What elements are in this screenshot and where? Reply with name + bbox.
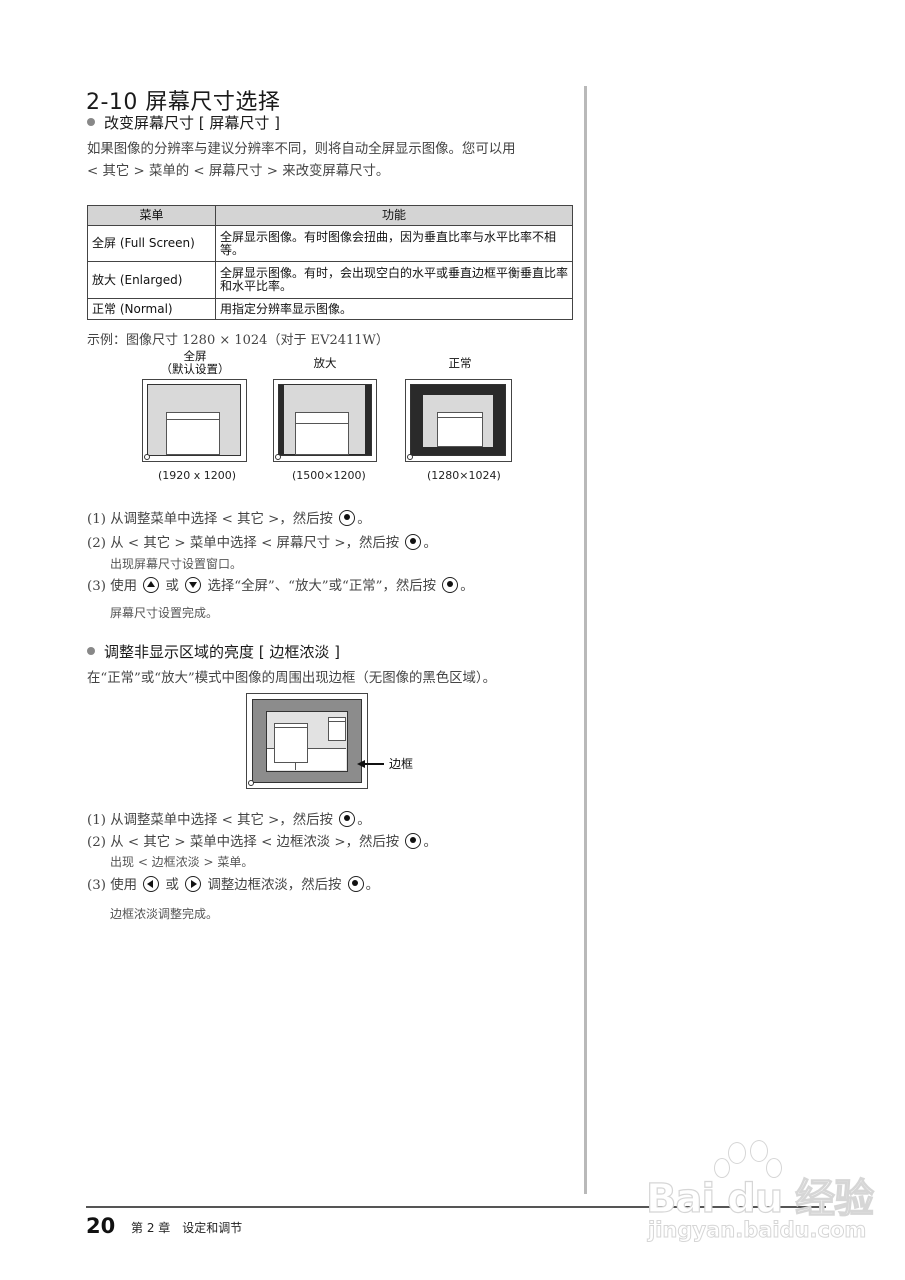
- monitor-normal-illustration: [405, 379, 512, 462]
- section-heading-border-intensity: 调整非显示区域的亮度 [ 边框浓淡 ]: [87, 641, 340, 662]
- border-step-3-note: 边框浓淡调整完成。: [110, 907, 219, 921]
- right-button-icon: [185, 875, 202, 892]
- enter-button-icon: [339, 509, 356, 526]
- window-shape: [328, 717, 346, 741]
- page-title: 2-10 屏幕尺寸选择: [86, 90, 281, 115]
- section-heading-screen-size: 改变屏幕尺寸 [ 屏幕尺寸 ]: [87, 112, 280, 133]
- border-area: [252, 699, 362, 783]
- enter-button-icon: [405, 832, 422, 849]
- step-2-note: 出现屏幕尺寸设置窗口。: [110, 557, 243, 571]
- function-cell: 用指定分辨率显示图像。: [215, 298, 573, 320]
- enter-button-icon: [347, 875, 364, 892]
- resolution-label: (1500×1200): [292, 469, 366, 482]
- screen-area: [410, 384, 506, 456]
- power-indicator-icon: [275, 454, 281, 460]
- window-shape: [274, 723, 308, 763]
- monitor-enlarged-illustration: [273, 379, 377, 462]
- resolution-label: (1920 x 1200): [158, 469, 237, 482]
- border-intro-paragraph: 在“正常”或“放大”模式中图像的周围出现边框（无图像的黑色区域）。: [87, 671, 497, 686]
- border-step-2: (2) 从 < 其它 > 菜单中选择 < 边框浓淡 >，然后按 。: [87, 832, 437, 852]
- image-area: [266, 711, 348, 772]
- enter-button-icon: [339, 810, 356, 827]
- window-shape: [295, 412, 349, 455]
- table-row: 全屏 (Full Screen) 全屏显示图像。有时图像会扭曲，因为垂直比率与水…: [87, 225, 573, 262]
- arrow-left-icon: [357, 760, 365, 768]
- step-2: (2) 从 < 其它 > 菜单中选择 < 屏幕尺寸 >，然后按 。: [87, 533, 437, 553]
- menu-cell: 正常 (Normal): [87, 298, 216, 320]
- power-indicator-icon: [144, 454, 150, 460]
- border-callout-label: 边框: [389, 757, 414, 771]
- power-indicator-icon: [407, 454, 413, 460]
- menu-cell: 放大 (Enlarged): [87, 261, 216, 299]
- illustration-label-normal: 正常: [448, 356, 472, 370]
- table-row: 正常 (Normal) 用指定分辨率显示图像。: [87, 298, 573, 320]
- down-button-icon: [185, 576, 202, 593]
- screen-area: [147, 384, 241, 456]
- column-header-function: 功能: [215, 205, 573, 226]
- callout-line: [364, 763, 384, 765]
- monitor-border-illustration: [246, 693, 368, 789]
- up-button-icon: [143, 576, 160, 593]
- paw-icon: [728, 1142, 746, 1164]
- intro-paragraph: 如果图像的分辨率与建议分辨率不同，则将自动全屏显示图像。您可以用 < 其它 > …: [87, 142, 516, 179]
- border-step-2-note: 出现 < 边框浓淡 > 菜单。: [110, 855, 254, 869]
- step-1: (1) 从调整菜单中选择 < 其它 >，然后按 。: [87, 509, 371, 529]
- illustration-label-enlarged: 放大: [313, 356, 337, 370]
- page-number: 20: [86, 1214, 116, 1238]
- border-step-3: (3) 使用 或 调整边框浓淡，然后按 。: [87, 875, 379, 895]
- step-3: (3) 使用 或 选择“全屏”、“放大”或“正常”，然后按 。: [87, 576, 474, 596]
- example-caption: 示例：图像尺寸 1280 × 1024（对于 EV2411W）: [87, 333, 389, 348]
- table-header-row: 菜单 功能: [87, 205, 573, 226]
- resolution-label: (1280×1024): [427, 469, 501, 482]
- column-rule: [584, 86, 587, 1194]
- table-row: 放大 (Enlarged) 全屏显示图像。有时，会出现空白的水平或垂直边框平衡垂…: [87, 261, 573, 299]
- left-button-icon: [143, 875, 160, 892]
- step-3-note: 屏幕尺寸设置完成。: [110, 606, 219, 620]
- enter-button-icon: [442, 576, 459, 593]
- menu-cell: 全屏 (Full Screen): [87, 225, 216, 262]
- illustration-label-fullscreen: 全屏 （默认设置）: [160, 349, 230, 376]
- chapter-label: 第 2 章设定和调节: [131, 1221, 243, 1235]
- screen-size-table: 菜单 功能 全屏 (Full Screen) 全屏显示图像。有时图像会扭曲，因为…: [87, 205, 573, 320]
- window-shape: [437, 412, 483, 447]
- watermark-brand: Bai du 经验: [645, 1175, 874, 1222]
- footer-rule: [86, 1206, 826, 1208]
- function-cell: 全屏显示图像。有时图像会扭曲，因为垂直比率与水平比率不相等。: [215, 225, 573, 262]
- watermark-url: jingyan.baidu.com: [647, 1218, 867, 1243]
- bullet-icon: [87, 646, 95, 655]
- window-shape: [166, 412, 220, 455]
- function-cell: 全屏显示图像。有时，会出现空白的水平或垂直边框平衡垂直比率和水平比率。: [215, 261, 573, 299]
- border-step-1: (1) 从调整菜单中选择 < 其它 >，然后按 。: [87, 810, 371, 830]
- bullet-icon: [87, 117, 95, 126]
- baidu-watermark: Bai du 经验 jingyan.baidu.com: [640, 1140, 875, 1260]
- column-header-menu: 菜单: [87, 205, 216, 226]
- power-indicator-icon: [248, 780, 254, 786]
- enter-button-icon: [405, 533, 422, 550]
- monitor-fullscreen-illustration: [142, 379, 247, 462]
- screen-area: [278, 384, 372, 456]
